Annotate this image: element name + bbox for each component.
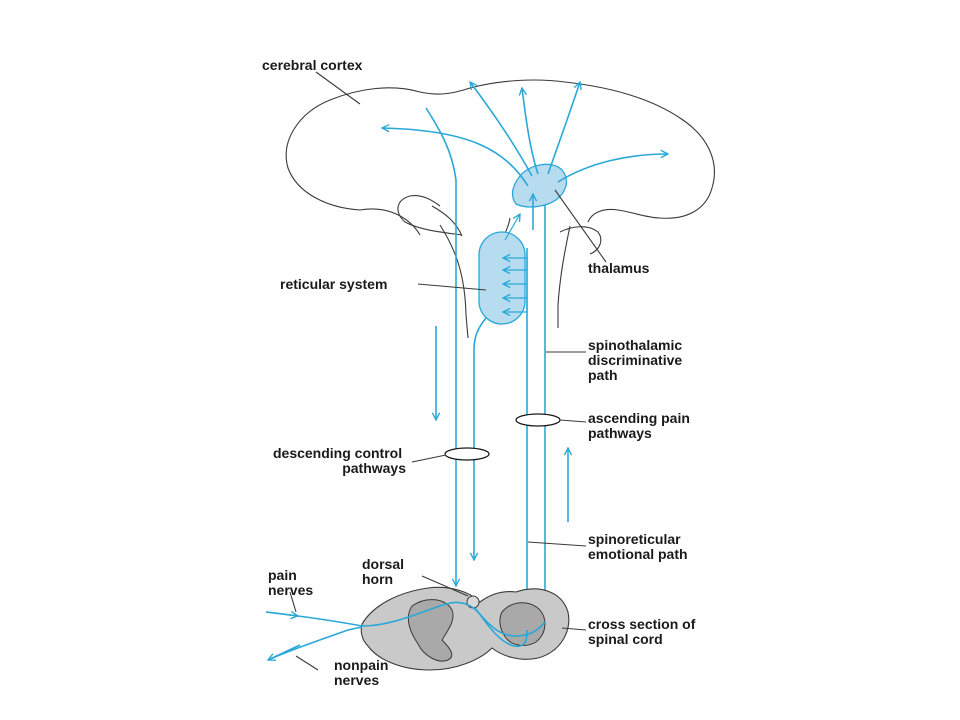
nonpain-nerves-leader [295,655,319,671]
label-cerebral-cortex: cerebral cortex [262,57,363,73]
gray-matter-right [499,602,546,646]
thalamus-leader [554,189,607,263]
pain-nerves-leader [289,591,297,613]
nonpain-nerve-arrow [268,644,301,660]
label-cross-section: cross section of spinal cord [588,616,699,647]
pain-nerve-path [265,601,546,637]
cerebral-cortex-leader [315,71,361,105]
thalamus-projection-up-left [470,82,533,177]
spinoreticular-leader [527,541,587,547]
spinoreticular-cord-path [474,607,528,648]
cross-section-leader [561,627,587,631]
label-descending-control-pathways: descending control pathways [273,445,406,476]
label-spinothalamic-path: spinothalamic discriminative path [588,337,686,383]
label-dorsal-horn: dorsal horn [362,556,408,587]
thalamus-shape [511,163,567,208]
reticular-output-line [474,317,487,560]
label-thalamus: thalamus [588,260,650,276]
descending-control-leader [411,454,447,463]
brainstem-right-contour [557,225,571,328]
ascending-pain-leader [559,419,587,423]
descending-pathway-line [425,107,456,586]
label-reticular-system: reticular system [280,276,387,292]
brainstem-left-edge [439,224,469,339]
thalamus-projection-right [557,154,668,183]
pain-nerve-arrow [265,612,298,616]
ascending-pathways-ring [515,413,561,427]
reticular-system-leader [417,283,487,291]
label-ascending-pain-pathways: ascending pain pathways [588,410,694,441]
dorsal-horn-leader [421,575,469,597]
gray-matter-left [407,599,454,662]
nonpain-nerve-path [267,626,363,661]
thalamus-projection-left [382,128,529,187]
cerebral-cortex-outline [285,79,715,236]
thalamus-projection-up [522,88,539,175]
reticular-to-thalamus-arrow [504,214,520,241]
brainstem-inner-left [431,205,463,237]
brainstem-left-contour [397,195,463,236]
thalamus-projection-up-right [547,82,580,175]
reticular-system-shape [478,231,526,325]
descending-pathways-ring [444,447,490,461]
cerebellum-contour [559,226,602,255]
label-nonpain-nerves: nonpain nerves [334,657,392,688]
label-pain-nerves: pain nerves [268,567,313,598]
label-spinoreticular-path: spinoreticular emotional path [588,531,688,562]
